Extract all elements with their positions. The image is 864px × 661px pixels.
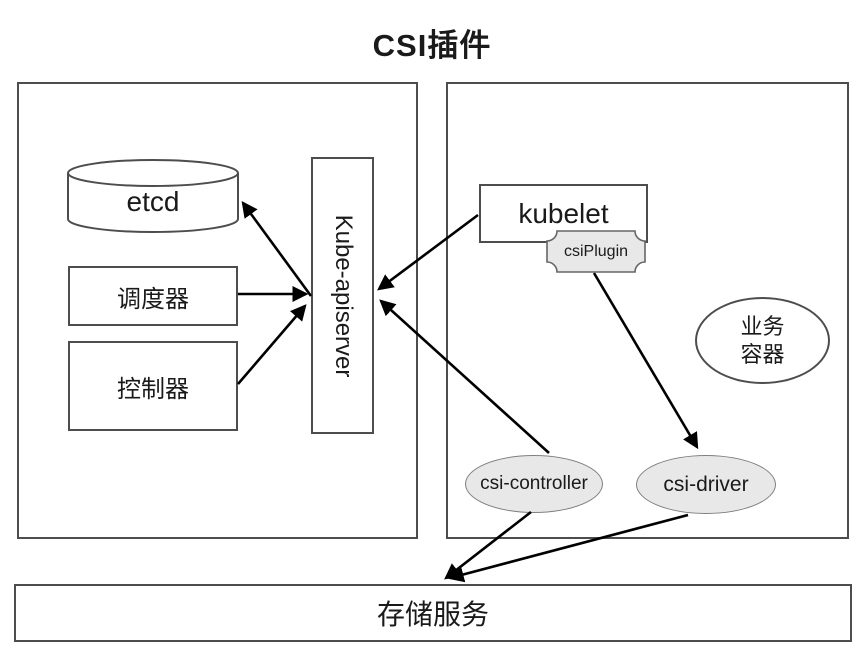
controller-node: 控制器 <box>68 341 238 431</box>
business-container-label-line2: 容器 <box>740 341 785 367</box>
diagram-title: CSI插件 <box>372 28 492 63</box>
csi-controller-node: csi-controller <box>465 455 603 513</box>
kube-apiserver-node: Kube-apiserver <box>311 157 374 434</box>
storage-service-label: 存储服务 <box>376 599 489 630</box>
scheduler-label: 调度器 <box>117 285 189 313</box>
storage-service-node: 存储服务 <box>14 584 852 642</box>
business-container-label-line1: 业务 <box>740 313 785 339</box>
etcd-label: etcd <box>126 186 180 217</box>
csi-driver-label: csi-driver <box>663 472 749 496</box>
csi-plugin-label: csiPlugin <box>563 242 629 260</box>
scheduler-node: 调度器 <box>68 266 238 326</box>
kubelet-label: kubelet <box>518 197 609 229</box>
csi-controller-label: csi-controller <box>480 473 588 494</box>
business-container-node: 业务 容器 <box>695 297 830 384</box>
kube-apiserver-label: Kube-apiserver <box>329 214 357 377</box>
controller-label: 控制器 <box>117 375 189 403</box>
csi-driver-node: csi-driver <box>636 455 776 514</box>
